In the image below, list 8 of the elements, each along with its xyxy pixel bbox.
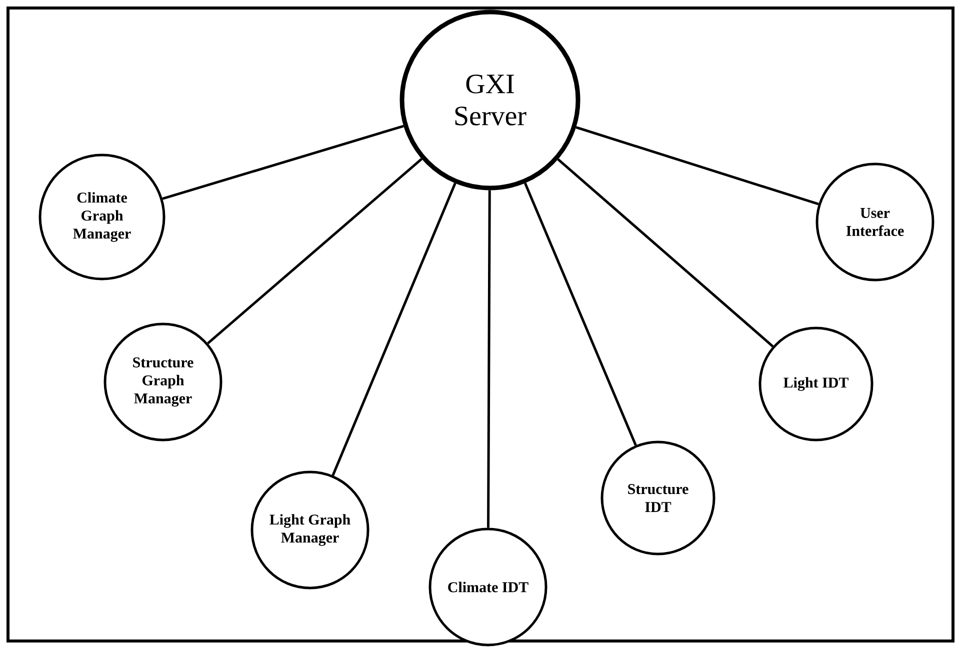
connector-line [524,182,637,446]
connector-line [162,124,404,200]
connector-line [207,158,422,344]
connector-line [487,190,491,528]
connector-line [576,126,819,206]
connector-line [332,182,456,476]
connector-line [557,158,774,348]
node-label: Climate IDT [448,582,528,592]
